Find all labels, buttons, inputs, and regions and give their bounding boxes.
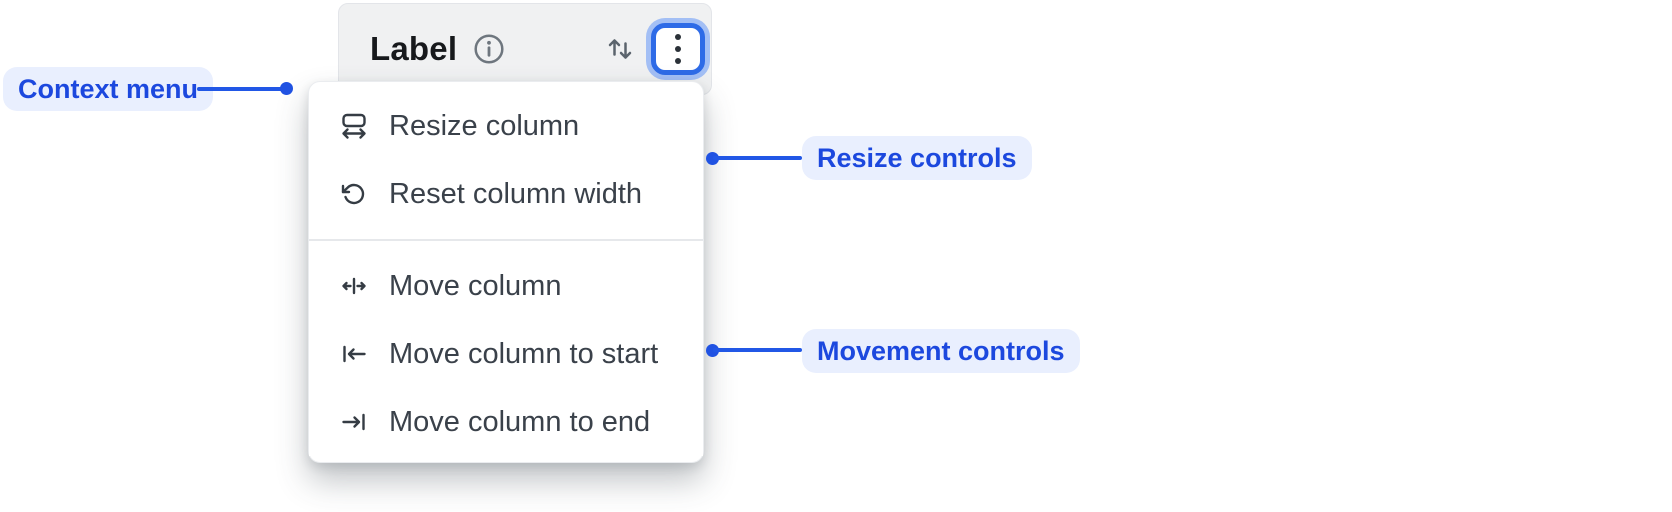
resize-column-icon	[339, 111, 369, 141]
annotation-context-menu-dot	[280, 82, 293, 95]
column-header-label: Label	[370, 30, 458, 67]
menu-item-move-column-to-start[interactable]: Move column to start	[309, 320, 703, 388]
column-header: Label	[338, 3, 712, 95]
annotation-movement-controls: Movement controls	[802, 329, 1080, 373]
menu-item-resize-column[interactable]: Resize column	[309, 92, 703, 160]
info-icon[interactable]	[472, 32, 506, 66]
menu-item-label: Move column to start	[389, 337, 659, 370]
move-column-to-start-icon	[339, 339, 369, 369]
annotation-context-menu-line	[197, 87, 283, 91]
menu-item-label: Resize column	[389, 109, 580, 142]
kebab-menu-icon	[672, 32, 684, 66]
menu-item-label: Move column	[389, 269, 562, 302]
menu-item-label: Reset column width	[389, 177, 643, 210]
annotation-context-menu: Context menu	[3, 67, 214, 111]
menu-item-move-column-to-end[interactable]: Move column to end	[309, 388, 703, 456]
annotation-movement-line	[713, 348, 802, 352]
menu-item-move-column[interactable]: Move column	[309, 252, 703, 320]
reset-column-width-icon	[339, 179, 369, 209]
annotation-resize-line	[713, 156, 802, 160]
menu-divider	[309, 239, 703, 241]
context-menu: Resize column Reset column width	[308, 81, 704, 463]
move-column-icon	[339, 271, 369, 301]
menu-item-label: Move column to end	[389, 405, 651, 438]
annotation-resize-dot	[706, 152, 719, 165]
move-column-to-end-icon	[339, 407, 369, 437]
column-menu-button[interactable]	[651, 23, 705, 75]
menu-item-reset-column-width[interactable]: Reset column width	[309, 160, 703, 228]
annotation-movement-dot	[706, 344, 719, 357]
sort-arrows-icon[interactable]	[604, 33, 636, 65]
annotation-resize-controls: Resize controls	[802, 136, 1032, 180]
